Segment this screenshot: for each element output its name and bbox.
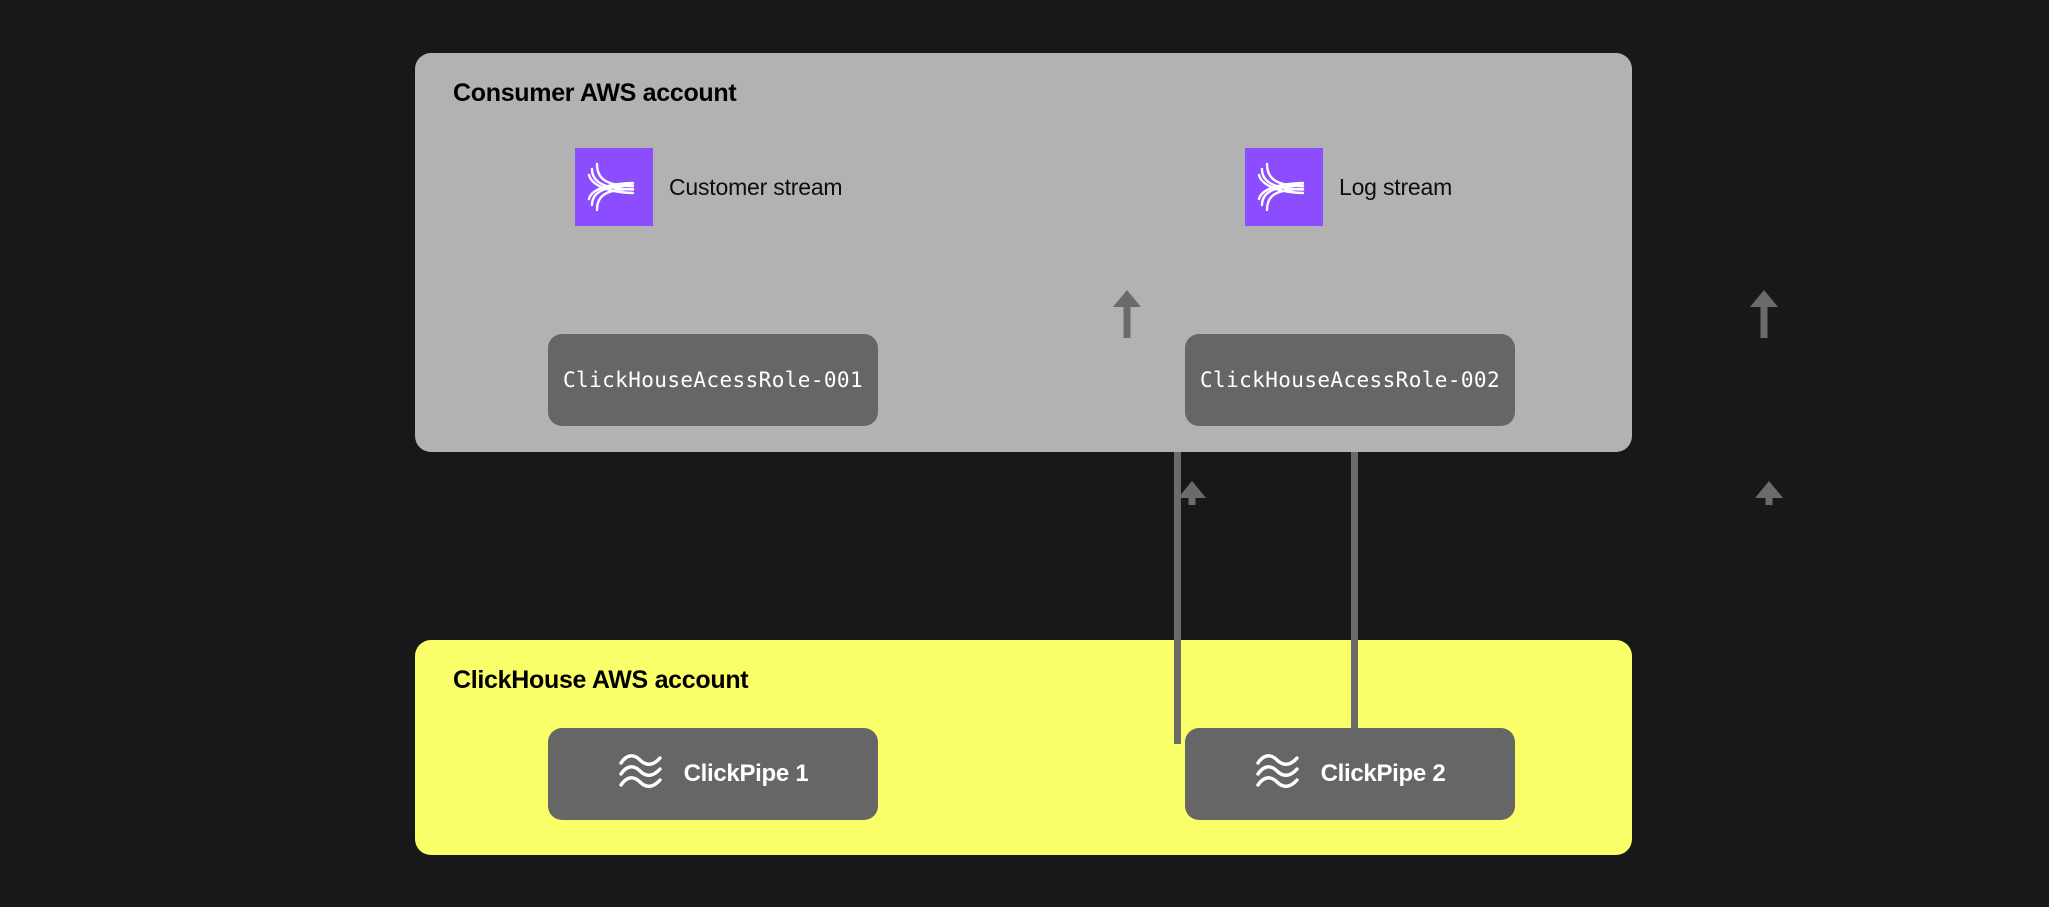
customer-stream-label: Customer stream [669, 173, 843, 200]
arrow-pipe2-to-role002-head [1754, 481, 1784, 510]
connector-stem-pipe2-inside [1351, 640, 1358, 733]
role-box-clickhouseaccessrole-001[interactable]: ClickHouseAcessRole-001 [548, 334, 878, 426]
clickpipe-waves-icon [618, 753, 664, 795]
clickpipe-2-label: ClickPipe 2 [1320, 760, 1446, 787]
arrow-pipe1-to-role001-head [1177, 481, 1207, 510]
arrow-role001-to-customer-stream [1112, 290, 1142, 343]
clickhouse-account-title: ClickHouse AWS account [453, 666, 749, 694]
role-label: ClickHouseAcessRole-001 [563, 368, 863, 392]
log-stream-node[interactable]: Log stream [1245, 148, 1452, 226]
log-stream-label: Log stream [1339, 173, 1453, 200]
connector-stem-pipe1-inside [1174, 640, 1181, 733]
role-box-clickhouseaccessrole-002[interactable]: ClickHouseAcessRole-002 [1185, 334, 1515, 426]
role-label: ClickHouseAcessRole-002 [1200, 368, 1500, 392]
clickpipe-1-node[interactable]: ClickPipe 1 [548, 728, 878, 820]
customer-stream-node[interactable]: Customer stream [575, 148, 843, 226]
clickhouse-aws-account-container: ClickHouse AWS account [415, 640, 1632, 855]
consumer-aws-account-container: Consumer AWS account Customer stream [415, 53, 1783, 505]
connector-stem-pipe2-to-role002 [1351, 452, 1358, 749]
connector-stem-pipe1-to-role001 [1174, 452, 1181, 749]
consumer-account-title: Consumer AWS account [453, 79, 737, 107]
clickpipe-2-node[interactable]: ClickPipe 2 [1185, 728, 1515, 820]
aws-kinesis-data-streams-icon [575, 148, 653, 226]
arrow-role002-to-log-stream [1749, 290, 1779, 343]
clickpipe-1-label: ClickPipe 1 [683, 760, 809, 787]
aws-kinesis-data-streams-icon [1245, 148, 1323, 226]
clickpipe-waves-icon [1255, 753, 1301, 795]
